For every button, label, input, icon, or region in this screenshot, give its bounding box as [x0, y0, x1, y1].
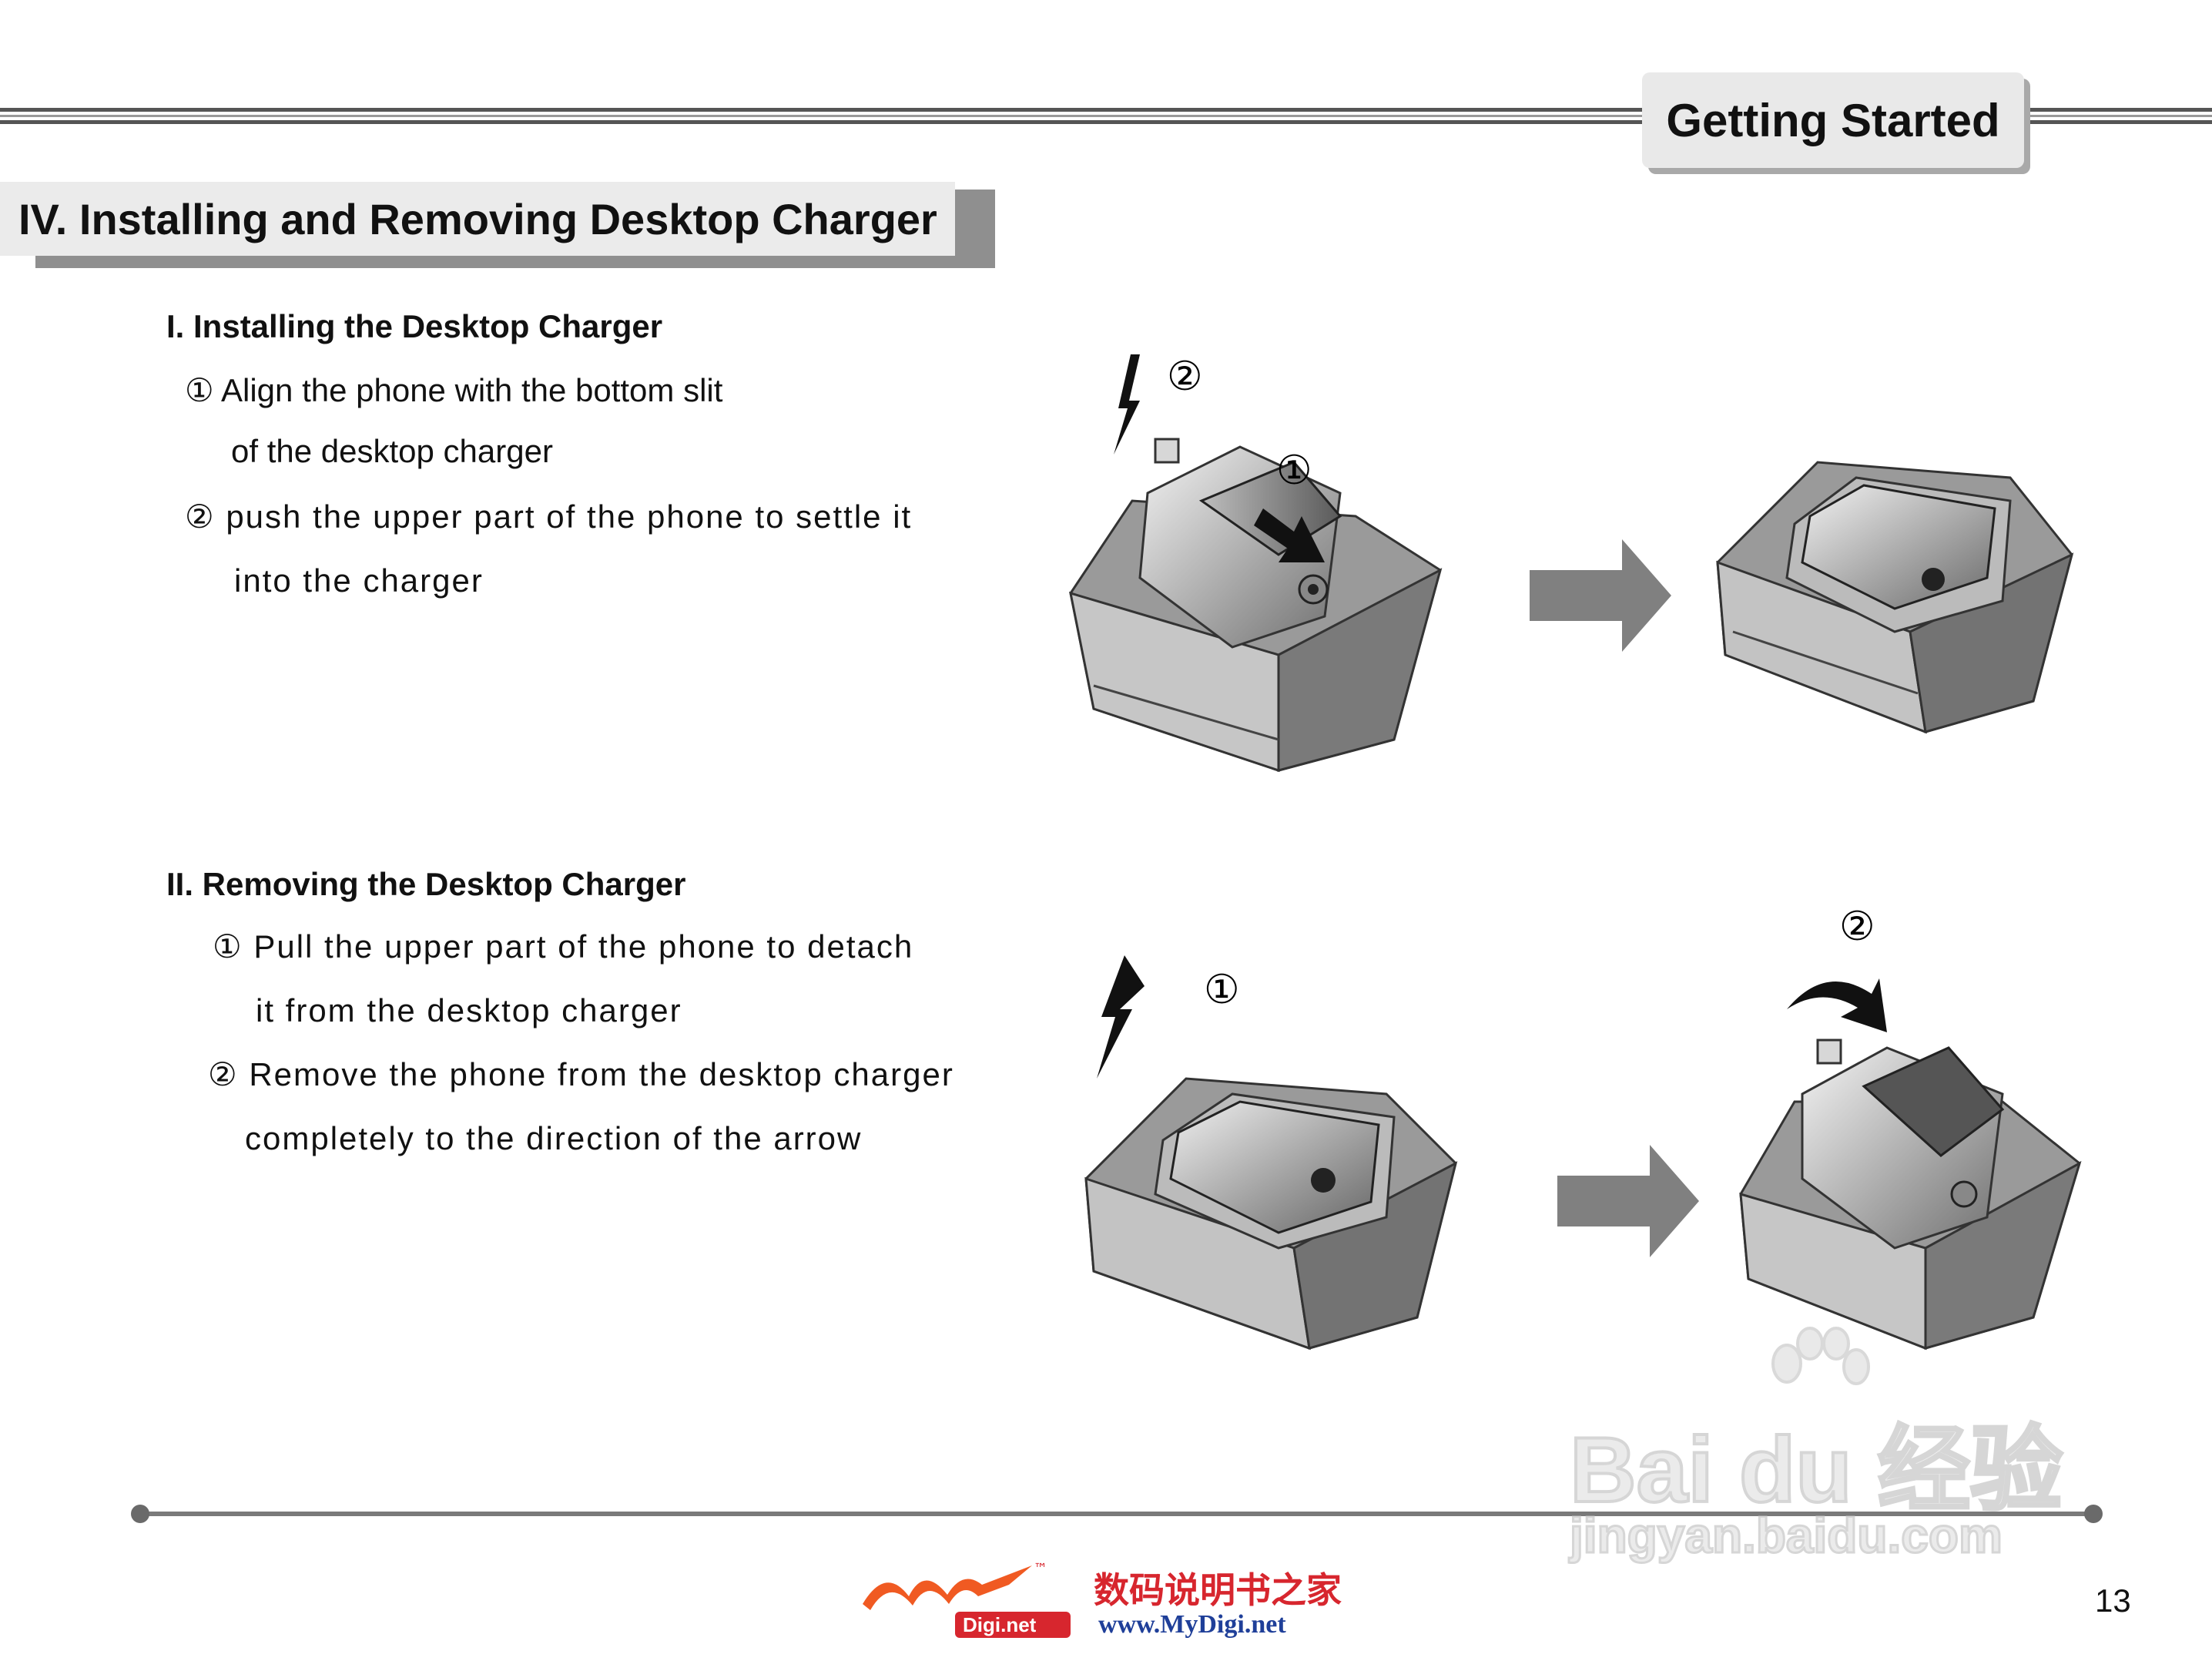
- baidu-watermark: Bai du 经验 jingyan.baidu.com: [1563, 1325, 2103, 1572]
- remove-progress-arrow-icon: [1557, 1145, 1699, 1257]
- section-title-box: IV. Installing and Removing Desktop Char…: [0, 182, 955, 256]
- watermark-brand: Bai du 经验: [1568, 1417, 2064, 1523]
- my-logo-icon: ™ Digi.net: [863, 1561, 1071, 1638]
- install-marker-1: ①: [1276, 448, 1312, 494]
- chapter-tab: Getting Started: [1642, 72, 2024, 168]
- watermark-url: jingyan.baidu.com: [1569, 1507, 2004, 1565]
- install-marker-2: ②: [1167, 354, 1203, 400]
- install-progress-arrow-icon: [1530, 539, 1671, 652]
- install-step1-line2: of the desktop charger: [231, 433, 553, 469]
- install-step2-line1: ② push the upper part of the phone to se…: [185, 498, 913, 535]
- page-number: 13: [2095, 1582, 2131, 1619]
- svg-text:™: ™: [1034, 1561, 1047, 1577]
- top-rule: [0, 108, 2212, 124]
- logo-url: www.MyDigi.net: [1098, 1610, 1286, 1639]
- install-step2-line2: into the charger: [234, 562, 484, 599]
- install-step1-line1: ① Align the phone with the bottom slit: [185, 372, 723, 408]
- mydigi-logo: ™ Digi.net 数码说明书之家 www.MyDigi.net: [855, 1550, 1363, 1643]
- logo-cn-text: 数码说明书之家: [1094, 1569, 1342, 1611]
- remove-step2-line1: ② Remove the phone from the desktop char…: [208, 1056, 954, 1092]
- install-figure-seated: [1716, 461, 2074, 734]
- install-figure-tilted: ② ①: [1069, 354, 1443, 773]
- logo-badge: Digi.net: [963, 1613, 1037, 1636]
- remove-figure-tilted: ②: [1739, 909, 2082, 1351]
- install-heading: I. Installing the Desktop Charger: [166, 308, 663, 344]
- remove-marker-1: ①: [1204, 967, 1240, 1013]
- remove-step1-line1: ① Pull the upper part of the phone to de…: [213, 928, 914, 965]
- remove-marker-2: ②: [1839, 909, 1875, 950]
- paw-icon: [1771, 1327, 1870, 1385]
- bottom-rule: [131, 1505, 2103, 1523]
- remove-step1-line2: it from the desktop charger: [256, 992, 682, 1028]
- remove-figure-seated: ①: [1084, 955, 1458, 1351]
- remove-heading: II. Removing the Desktop Charger: [166, 866, 686, 902]
- chapter-tab-label: Getting Started: [1666, 94, 2000, 146]
- remove-step2-line2: completely to the direction of the arrow: [245, 1120, 863, 1156]
- section-title: IV. Installing and Removing Desktop Char…: [18, 194, 937, 243]
